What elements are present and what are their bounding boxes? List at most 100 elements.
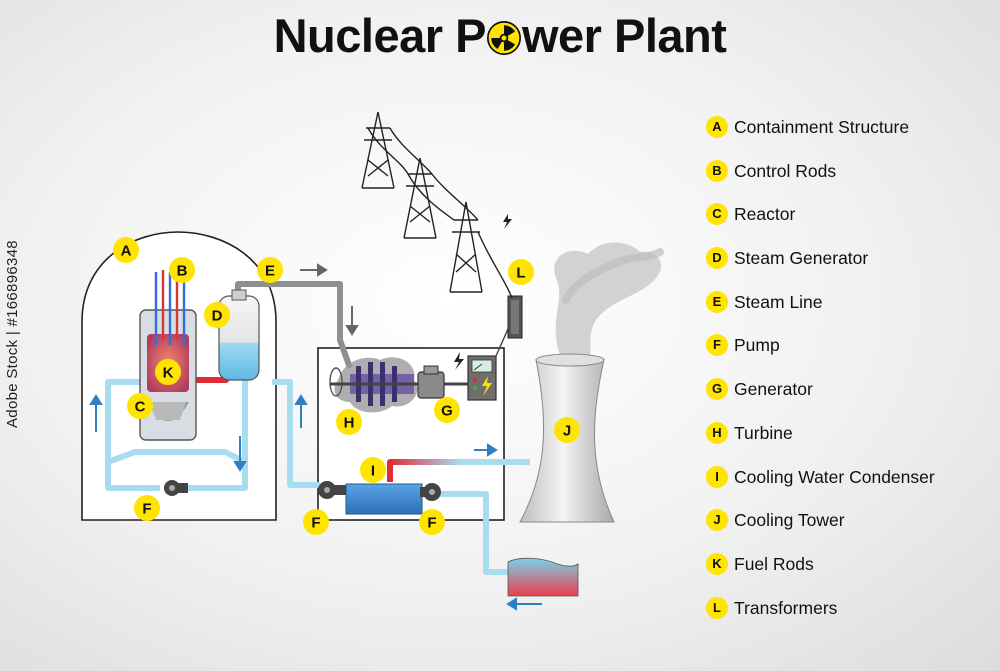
diagram-badge: F [419,509,445,535]
badge-circle [113,237,139,263]
turbine [329,357,470,413]
title-part-1: Nuclear P [273,9,487,62]
diagram-badge: D [204,302,230,328]
legend-item: E Steam Line [706,289,996,319]
pump-icon [420,483,441,501]
title-part-2: wer Plant [521,9,727,62]
badge-letter: E [265,263,275,280]
badge-letter: I [371,463,375,480]
badge-letter: J [563,423,571,440]
badge-letter: D [212,308,223,325]
cooling-water-source [507,557,579,597]
badge-circle [257,257,283,283]
badge-circle [204,302,230,328]
legend-label: Control Rods [734,160,837,181]
legend-badge: F [706,334,728,357]
legend-badge: H [706,421,728,444]
badge-circle [155,359,181,385]
legend-item: D Steam Generator [706,245,996,275]
page-title: Nuclear P wer Plant [0,8,1000,63]
legend-label: Containment Structure [734,117,910,137]
badge-circle [434,397,460,423]
radiation-icon [486,21,521,55]
lightning-icon [454,352,464,370]
legend-label: Fuel Rods [734,553,814,574]
legend-label: Reactor [734,204,796,225]
badge-circle [554,417,580,443]
generator [417,365,445,399]
legend-item: B Control Rods [706,158,996,188]
legend-label: Pump [734,335,780,356]
legend-badge: B [706,159,728,182]
legend-item: A Containment Structure [706,114,996,144]
badge-letter: F [427,515,436,532]
legend-item: I Cooling Water Condenser [706,464,996,494]
legend-item: F Pump [706,332,996,362]
legend-badge: J [706,509,728,532]
badge-circle [336,409,362,435]
legend-badge: L [706,596,728,619]
pump-icon [318,481,346,499]
badge-circle [303,509,329,535]
watermark: Adobe Stock | #166896348 [4,240,21,428]
legend-badge: A [706,116,728,138]
flow-arrow-icon [89,263,542,611]
badge-letter: L [516,265,525,282]
pump-icon [164,480,188,496]
legend-item: J Cooling Tower [706,507,996,537]
legend-badge: I [706,465,728,488]
legend-label: Cooling Water Condenser [734,466,935,487]
badge-letter: H [344,415,355,432]
legend-badge: K [706,552,728,575]
control-rods [154,270,186,345]
badge-circle [360,457,386,483]
legend-label: Steam Generator [734,248,869,269]
badge-circle [508,259,534,285]
cooling-water-condenser [345,483,423,515]
transformer [495,295,523,357]
diagram-badge: H [336,409,362,435]
legend-label: Steam Line [734,291,823,312]
diagram-badge: L [508,259,534,285]
diagram-badge: A [113,237,139,263]
steam-plume [554,242,664,360]
legend-item: C Reactor [706,201,996,231]
badge-letter: G [441,403,453,420]
diagram-badge: G [434,397,460,423]
badge-circle [419,509,445,535]
diagram-badge: C [127,393,153,419]
steam-generator [218,289,260,381]
legend-badge: G [706,378,728,401]
diagram-badge: J [554,417,580,443]
badge-letter: A [121,243,132,260]
steam-line [235,281,353,370]
legend-badge: E [706,290,728,313]
diagram-badge: F [134,495,160,521]
legend-label: Cooling Tower [734,510,845,531]
transmission-tower-icon [361,111,513,299]
diagram-badge: B [169,257,195,283]
legend-label: Transformers [734,597,838,618]
diagram-badge: E [257,257,283,283]
badge-circle [134,495,160,521]
badge-letter: C [135,399,146,416]
legend-item: K Fuel Rods [706,551,996,581]
lightning-icon [503,214,512,229]
legend-badge: C [706,203,728,226]
badge-letter: B [177,263,188,280]
legend-label: Generator [734,379,813,400]
diagram-badges: A B KC D E L H G J I F F F [113,237,580,535]
legend-item: L Transformers [706,595,996,625]
diagram-badge: F [303,509,329,535]
diagram-badge: I [360,457,386,483]
badge-circle [169,257,195,283]
legend-badge: D [706,247,728,270]
legend-item: G Generator [706,376,996,406]
meter-icon [467,355,497,401]
diagram-badge: K [155,359,181,385]
badge-letter: F [311,515,320,532]
badge-circle [127,393,153,419]
